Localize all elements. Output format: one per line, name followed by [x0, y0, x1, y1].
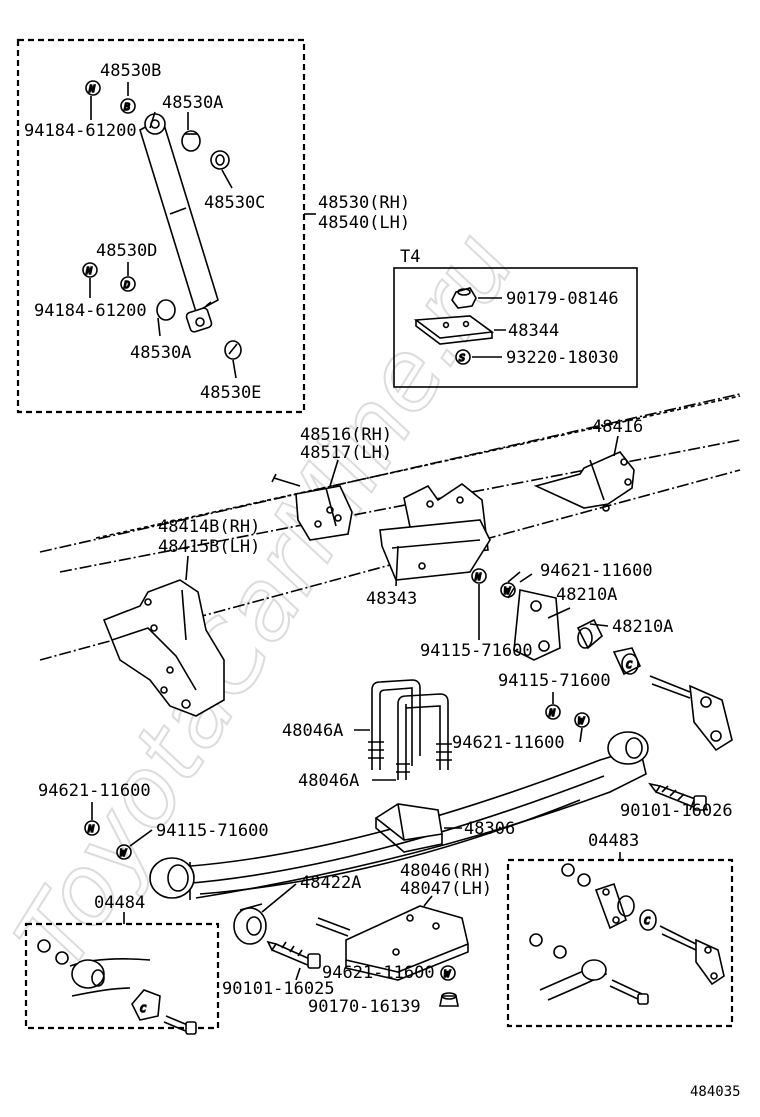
- seal-s-icon: S: [455, 349, 471, 365]
- washer-w-icon: W: [440, 965, 456, 981]
- label-48046A-lower[interactable]: 48046A: [298, 771, 359, 791]
- label-48530A-upper[interactable]: 48530A: [162, 93, 223, 113]
- label-93220-18030[interactable]: 93220-18030: [506, 348, 619, 368]
- label-04484[interactable]: 04484: [94, 893, 145, 913]
- label-94184-61200-upper[interactable]: 94184-61200: [24, 121, 137, 141]
- nut-n-icon: N: [82, 262, 98, 278]
- shackle-pin[interactable]: [649, 675, 733, 752]
- svg-text:W: W: [578, 716, 585, 727]
- bushing-48210A-upper[interactable]: [576, 618, 603, 650]
- nut-90170[interactable]: [439, 992, 459, 1007]
- label-90179-08146[interactable]: 90179-08146: [506, 289, 619, 309]
- bolt-90101-16025[interactable]: [266, 940, 321, 969]
- spacer-48306[interactable]: [374, 803, 443, 853]
- spring-seat-48046[interactable]: [315, 905, 469, 981]
- bushing-48210A-lower[interactable]: C: [612, 647, 642, 676]
- kit-04483-parts[interactable]: C: [529, 863, 725, 1005]
- shock-absorber-group-box: [16, 38, 306, 414]
- label-94621-11600-c[interactable]: 94621-11600: [38, 781, 151, 801]
- diagram-code: 484035: [690, 1084, 741, 1100]
- label-94621-11600-a[interactable]: 94621-11600: [540, 561, 653, 581]
- label-90101-16025[interactable]: 90101-16025: [222, 979, 335, 999]
- nut-n-icon: N: [85, 80, 101, 96]
- label-48306[interactable]: 48306: [464, 819, 515, 839]
- label-94115-71600-b[interactable]: 94115-71600: [498, 671, 611, 691]
- label-94621-11600-d[interactable]: 94621-11600: [322, 963, 435, 983]
- svg-text:D: D: [123, 280, 130, 291]
- label-48516-rh[interactable]: 48516(RH): [300, 425, 392, 445]
- spring-bracket-48343[interactable]: [379, 483, 491, 581]
- label-48530D[interactable]: 48530D: [96, 241, 157, 261]
- kit-04484-box: [24, 922, 220, 1030]
- label-48210A-upper[interactable]: 48210A: [556, 585, 617, 605]
- label-90170-16139[interactable]: 90170-16139: [308, 997, 421, 1017]
- bushing-48422A[interactable]: [233, 903, 267, 945]
- shock-absorber[interactable]: [139, 113, 219, 333]
- label-48517-lh[interactable]: 48517(LH): [300, 443, 392, 463]
- label-48530-rh[interactable]: 48530(RH): [318, 193, 410, 213]
- svg-text:W: W: [504, 586, 511, 597]
- label-48047-lh[interactable]: 48047(LH): [400, 879, 492, 899]
- label-48530E[interactable]: 48530E: [200, 383, 261, 403]
- label-48416[interactable]: 48416: [592, 417, 643, 437]
- label-48046-rh[interactable]: 48046(RH): [400, 861, 492, 881]
- nut-n-icon: N: [545, 704, 561, 720]
- label-48343[interactable]: 48343: [366, 589, 417, 609]
- bracket-48416[interactable]: [533, 451, 635, 512]
- svg-text:N: N: [88, 84, 96, 95]
- svg-text:W: W: [120, 848, 127, 859]
- svg-text:N: N: [87, 824, 95, 835]
- label-48210A-lower[interactable]: 48210A: [612, 617, 673, 637]
- washer-w-icon: W: [500, 582, 516, 598]
- washer-w-icon: W: [116, 844, 132, 860]
- bushing-48530A-upper[interactable]: [181, 130, 201, 152]
- bushing-48530A-lower[interactable]: [156, 299, 176, 321]
- u-bolt-48046A[interactable]: [368, 679, 452, 780]
- label-48344[interactable]: 48344: [508, 321, 559, 341]
- washer-48530E[interactable]: [224, 340, 242, 360]
- label-90101-16026[interactable]: 90101-16026: [620, 801, 733, 821]
- nut-n-icon: N: [84, 820, 100, 836]
- label-48415B-lh[interactable]: 48415B(LH): [158, 537, 260, 557]
- bushing-48530D[interactable]: D: [120, 276, 136, 292]
- svg-text:C: C: [626, 660, 632, 671]
- t4-group-box: [393, 267, 638, 388]
- label-48530A-lower[interactable]: 48530A: [130, 343, 191, 363]
- bracket-48414B[interactable]: [102, 579, 225, 717]
- label-94115-71600-a[interactable]: 94115-71600: [420, 641, 533, 661]
- bushing-48530C[interactable]: [210, 150, 230, 170]
- nut-90179[interactable]: [451, 287, 477, 309]
- svg-text:N: N: [85, 266, 93, 277]
- bracket-48516[interactable]: [271, 473, 353, 541]
- label-94621-11600-b[interactable]: 94621-11600: [452, 733, 565, 753]
- bolt-90101-16026[interactable]: [648, 782, 707, 811]
- part-labels: 48530B 94184-61200 48530A 48530C 48530D …: [24, 61, 741, 1100]
- svg-text:N: N: [474, 572, 482, 583]
- label-48046A-upper[interactable]: 48046A: [282, 721, 343, 741]
- label-48414B-rh[interactable]: 48414B(RH): [158, 517, 260, 537]
- label-48540-lh[interactable]: 48540(LH): [318, 213, 410, 233]
- label-94115-71600-c[interactable]: 94115-71600: [156, 821, 269, 841]
- shackle-plate[interactable]: [507, 587, 561, 661]
- kit-04484-parts[interactable]: C: [37, 939, 197, 1035]
- washer-w-icon: W: [574, 712, 590, 728]
- leaf-spring[interactable]: [149, 731, 649, 900]
- svg-text:B: B: [124, 102, 130, 113]
- label-48530C[interactable]: 48530C: [204, 193, 265, 213]
- label-94184-61200-lower[interactable]: 94184-61200: [34, 301, 147, 321]
- nut-n-icon: N: [471, 568, 487, 584]
- svg-text:S: S: [459, 353, 465, 364]
- bushing-48530B[interactable]: B: [120, 98, 136, 114]
- svg-text:C: C: [140, 1004, 146, 1015]
- svg-text:W: W: [444, 969, 451, 980]
- plate-48344[interactable]: [413, 315, 495, 345]
- label-48530B[interactable]: 48530B: [100, 61, 161, 81]
- label-t4: T4: [400, 247, 420, 267]
- label-04483[interactable]: 04483: [588, 831, 639, 851]
- label-48422A[interactable]: 48422A: [300, 873, 361, 893]
- svg-text:C: C: [644, 916, 650, 927]
- svg-text:N: N: [548, 708, 556, 719]
